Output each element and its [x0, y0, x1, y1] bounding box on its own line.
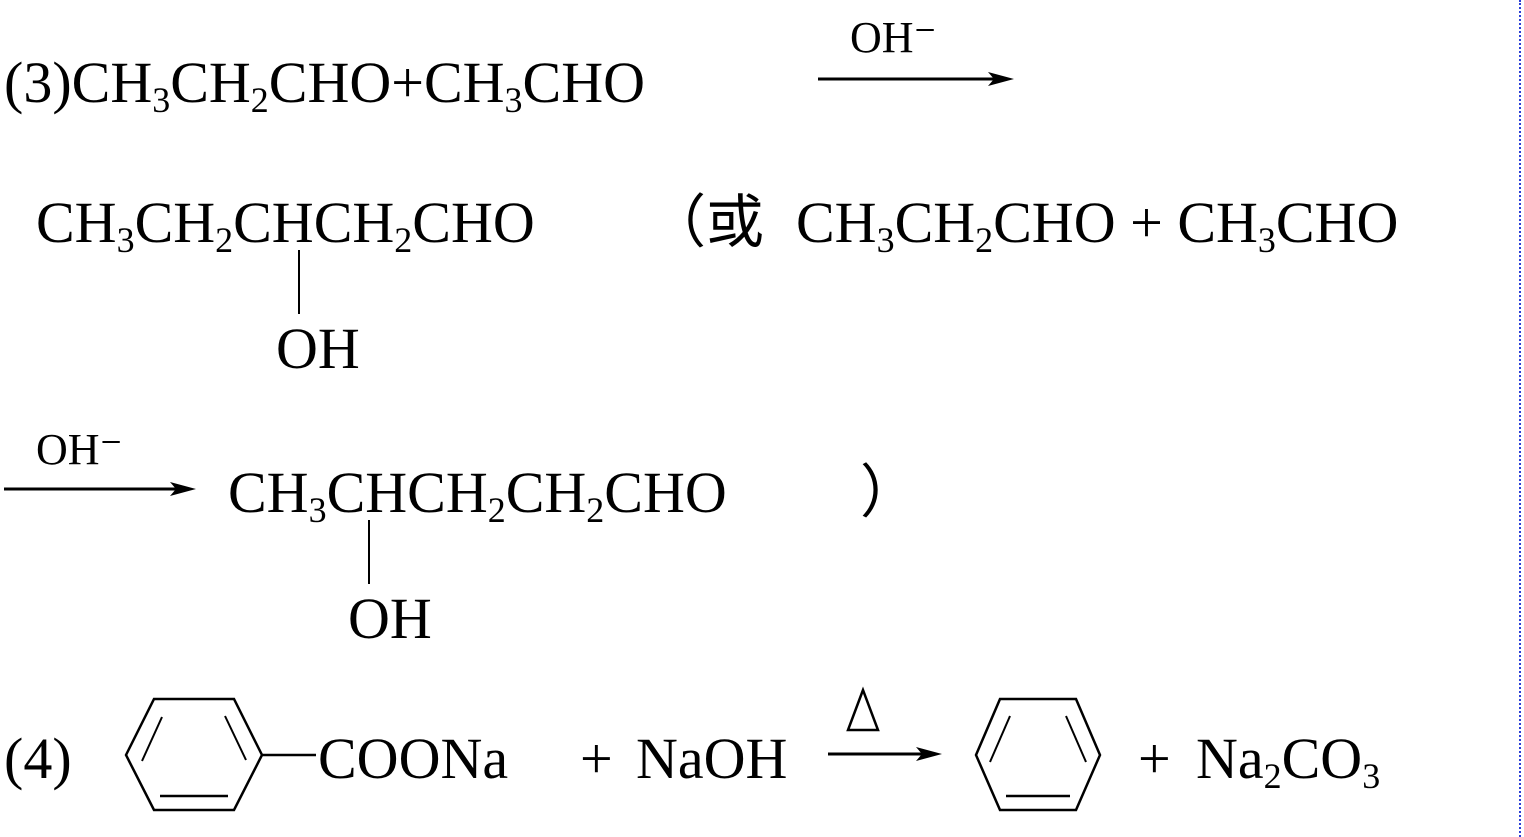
benzene-ring-icon — [124, 697, 316, 812]
page-margin-guide — [1519, 0, 1521, 837]
alternative-open: （或 — [648, 190, 765, 255]
acetaldehyde-formula: CH3CHO — [423, 50, 645, 121]
hydroxyl-group: OH — [276, 316, 360, 381]
condition-oh-minus: OH⁻ — [850, 13, 937, 62]
alt-reactants: CH3CH2CHO + CH3CHO — [796, 190, 1399, 261]
product-4-hydroxypentanal: CH3CHCH2CH2CHO — [228, 460, 727, 531]
benzene-ring-icon — [974, 697, 1102, 812]
reaction-arrow-icon — [4, 482, 196, 496]
plus-sign: + — [1138, 726, 1171, 791]
sodium-hydroxide: NaOH — [636, 726, 788, 791]
propanal-formula: CH3CH2CHO — [71, 50, 392, 121]
alternative-close: ） — [860, 460, 919, 525]
plus-sign: + — [391, 50, 424, 115]
part4-label: (4) — [4, 726, 72, 791]
part3-line1: (3)CH3CH2CHO+CH3CHO — [4, 54, 645, 119]
reaction-arrow-icon — [818, 72, 1014, 86]
alt-condition-oh-minus: OH⁻ — [36, 425, 123, 474]
bond-line — [298, 250, 300, 314]
product-3-hydroxypentanal: CH3CH2CHCH2CHO — [36, 190, 535, 261]
sodium-carbonate: Na2CO3 — [1196, 726, 1381, 797]
bond-line — [368, 520, 370, 584]
hydroxyl-group: OH — [348, 586, 432, 651]
heat-triangle-icon — [828, 686, 942, 761]
plus-sign: + — [1130, 190, 1163, 255]
plus-sign: + — [580, 726, 613, 791]
carboxylate-group: COONa — [318, 726, 509, 791]
part3-label: (3) — [4, 50, 72, 115]
